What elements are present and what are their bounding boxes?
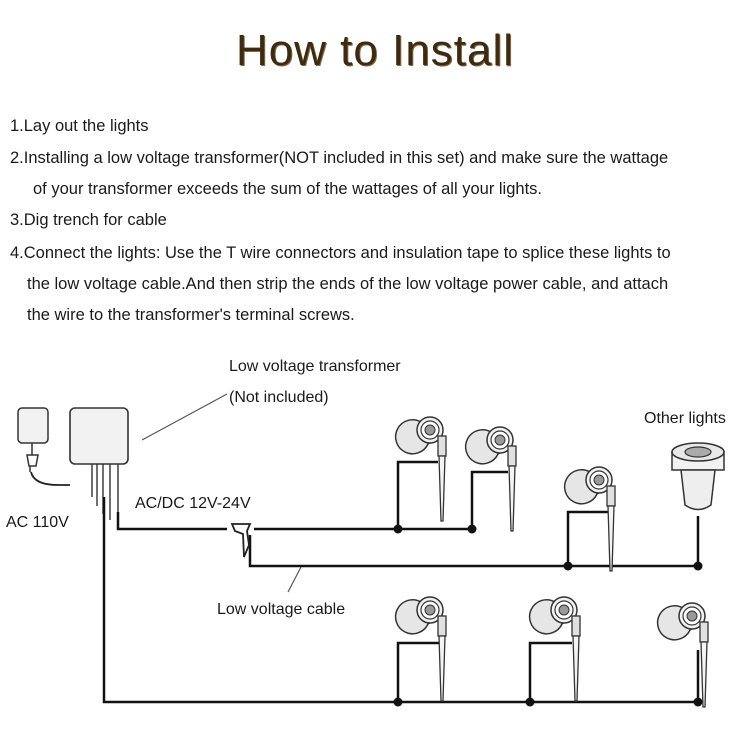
- step-2: 2.Installing a low voltage transformer(N…: [10, 149, 669, 167]
- in-ground-light-icon: [671, 442, 725, 511]
- label-acdc-voltage: AC/DC 12V-24V: [135, 495, 251, 512]
- label-other-lights: Other lights: [644, 410, 726, 427]
- low-voltage-wires: [102, 460, 700, 704]
- spotlight-icon: [528, 596, 581, 702]
- step-4-continued-1: the low voltage cable.And then strip the…: [27, 275, 669, 293]
- power-cord: [30, 471, 70, 486]
- label-low-voltage-cable: Low voltage cable: [217, 601, 345, 618]
- spotlight-icon: [394, 596, 447, 702]
- step-4-continued-2: the wire to the transformer's terminal s…: [27, 306, 355, 324]
- spotlight-icon: [656, 602, 709, 708]
- t-wire-connector-icon: [230, 523, 252, 558]
- power-plug-icon: [17, 407, 49, 472]
- label-not-included: (Not included): [229, 389, 329, 406]
- label-ac-voltage: AC 110V: [6, 514, 69, 531]
- transformer-icon: [69, 407, 129, 465]
- page-title: How to Install: [235, 26, 515, 75]
- label-transformer: Low voltage transformer: [229, 358, 401, 375]
- spotlight-icon: [563, 466, 616, 572]
- wire-junctions: [393, 524, 703, 707]
- step-2-continued: of your transformer exceeds the sum of t…: [33, 180, 542, 198]
- cable-pointer: [287, 566, 302, 593]
- step-1: 1.Lay out the lights: [10, 117, 149, 135]
- transformer-terminals: [91, 464, 119, 526]
- step-4: 4.Connect the lights: Use the T wire con…: [10, 244, 671, 262]
- transformer-pointer: [141, 393, 228, 441]
- spotlight-icon: [394, 416, 447, 522]
- step-3: 3.Dig trench for cable: [10, 211, 167, 229]
